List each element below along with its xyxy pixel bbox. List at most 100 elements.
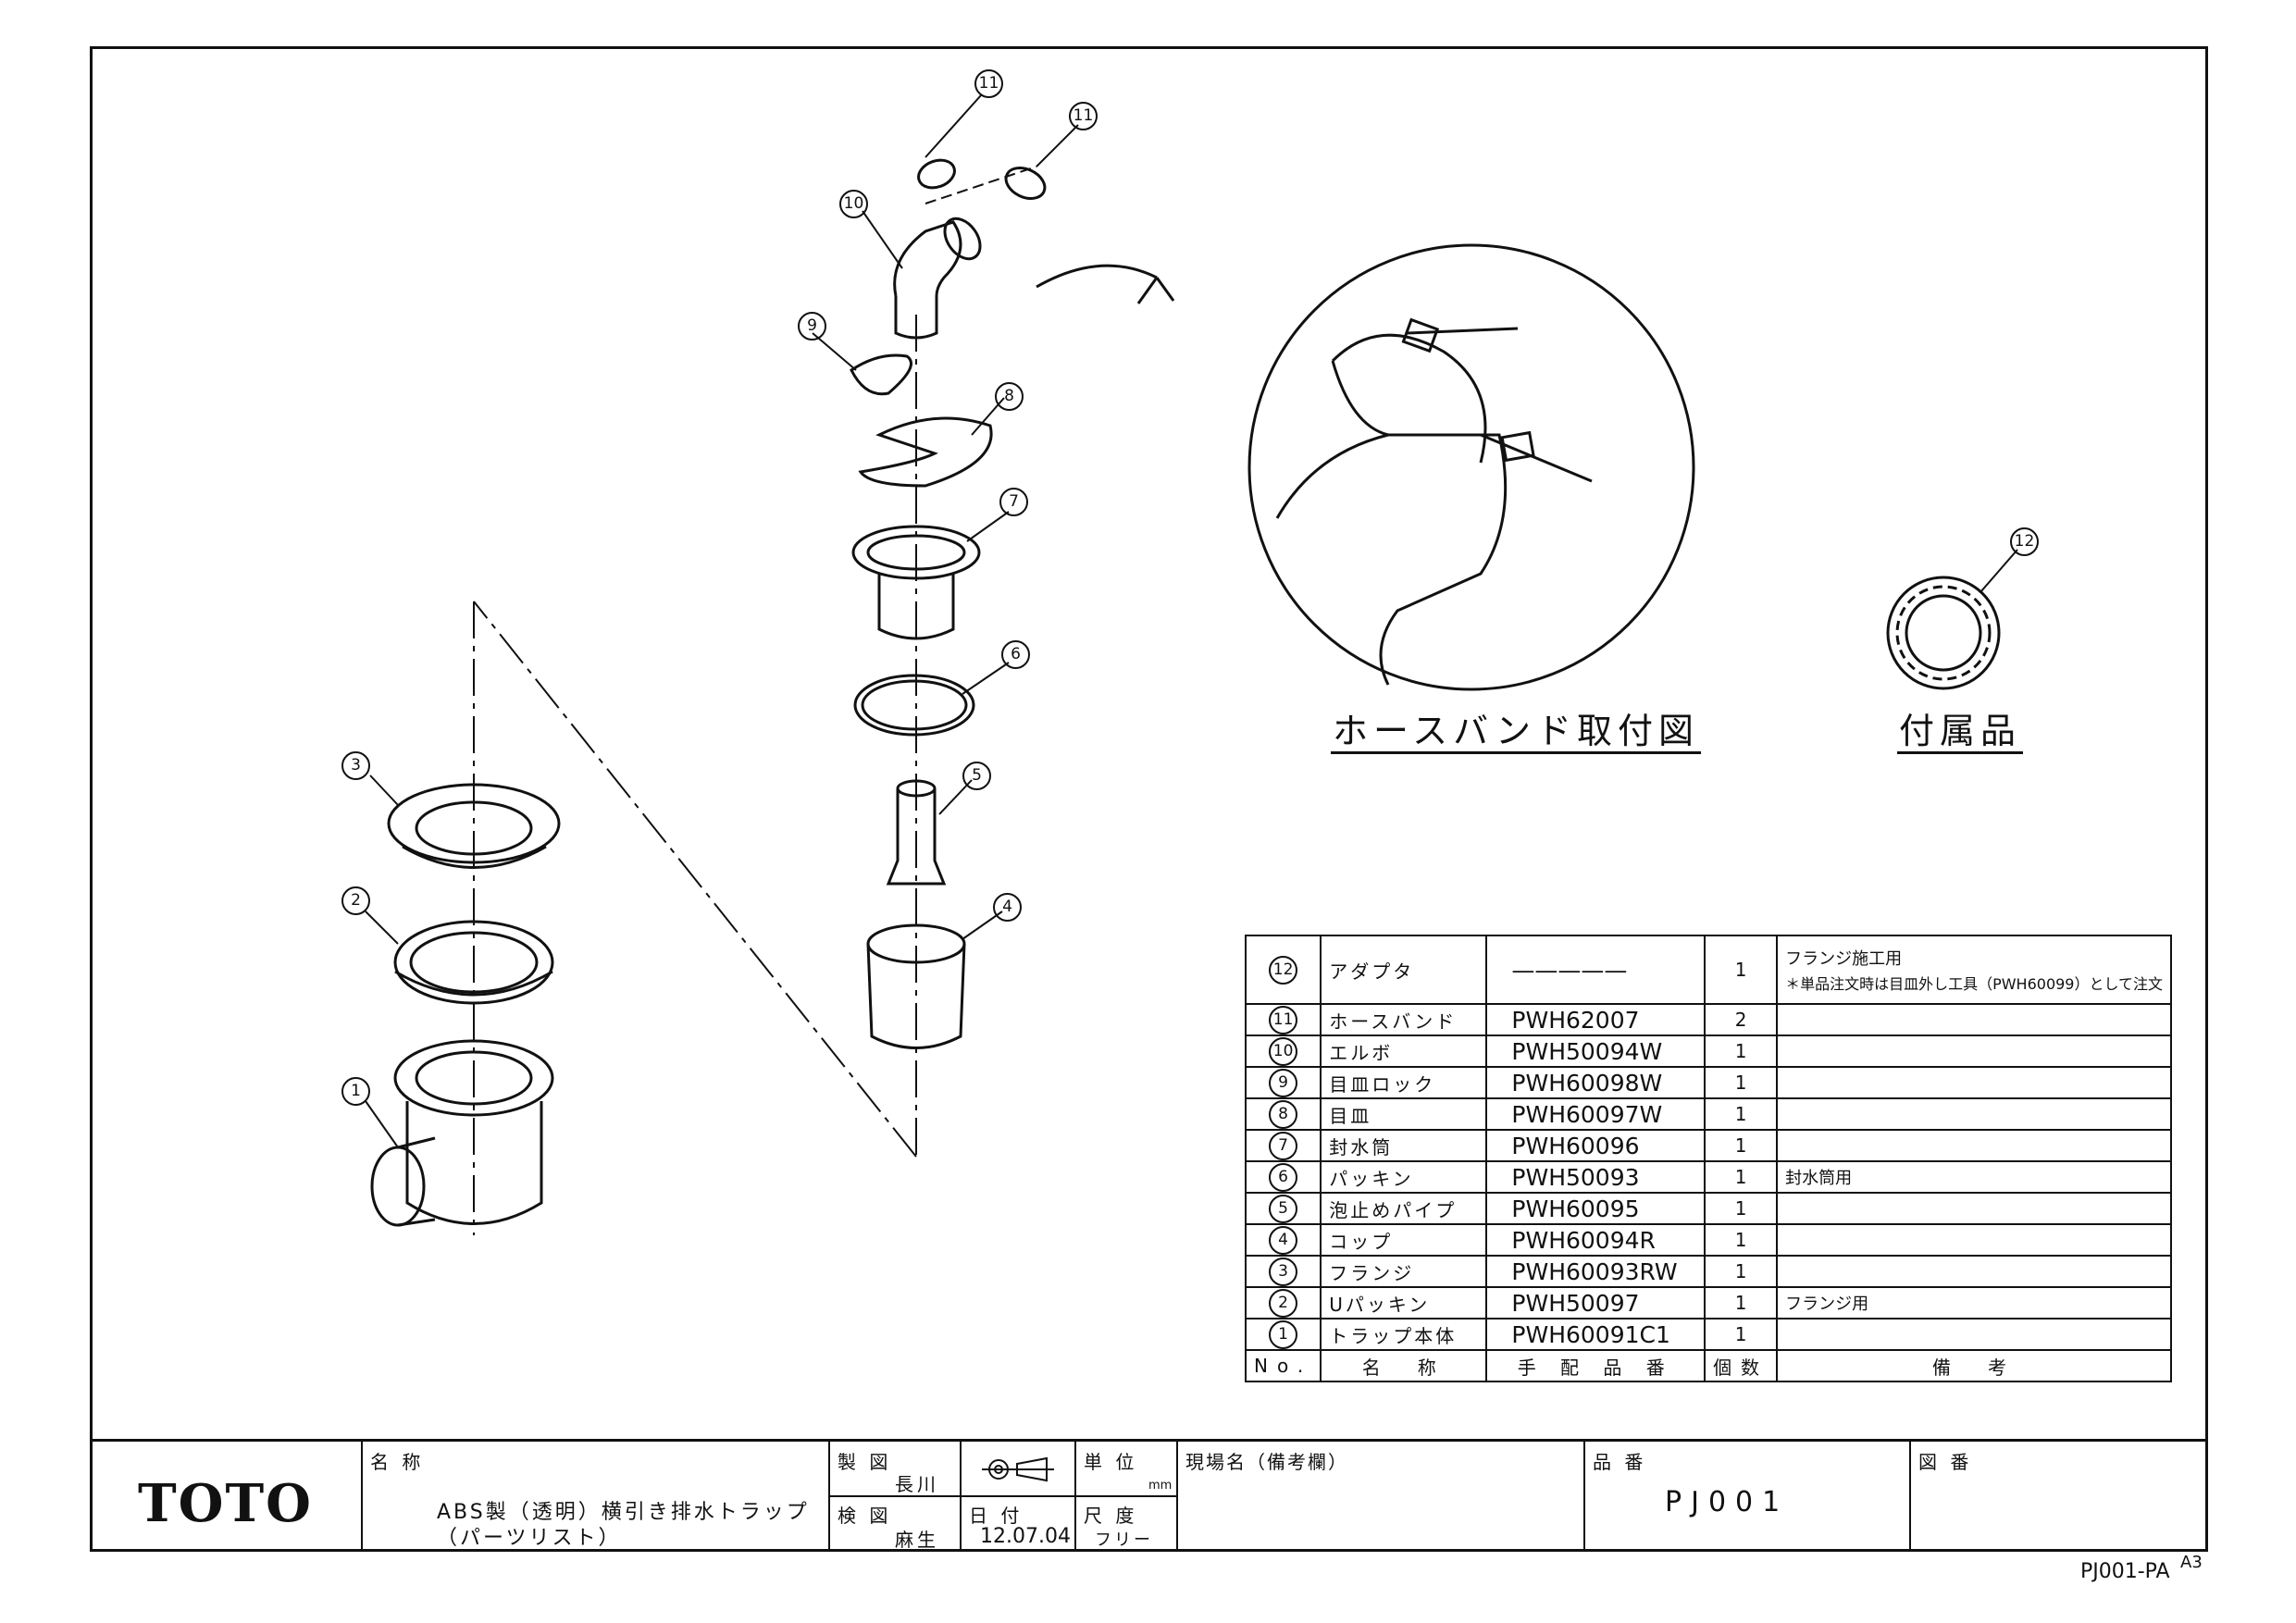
drawn-by: 長川 [895,1473,939,1495]
part-name: コップ [1320,1223,1488,1257]
part-number-circle: 2 [1244,1286,1322,1319]
foam-pipe-part [886,779,947,886]
part-remark [1776,1097,2172,1131]
part-number-circle: 5 [1244,1192,1322,1225]
callout-12: 12 [2010,527,2039,556]
part-quantity: 1 [1704,1255,1779,1288]
u-packing-part [393,920,554,1005]
title-block: TOTO 名 称 ABS製（透明）横引き排水トラップ （パーツリスト） 製 図 … [90,1439,2208,1552]
part-number-circle: 4 [1244,1223,1322,1257]
callout-2: 2 [341,886,370,915]
drawing-code: PJ001-PA [2080,1560,2170,1583]
part-remark [1776,1035,2172,1068]
product-code-cell: 品 番 PJ001 [1585,1442,1911,1552]
elbow-part [893,217,982,340]
drawing-no-cell: 図 番 [1911,1442,2205,1552]
callout-10: 10 [839,190,868,218]
seal-cylinder-part [851,525,981,640]
part-number-circle: 8 [1244,1097,1322,1131]
part-name: 封水筒 [1320,1129,1488,1162]
part-quantity: 1 [1704,1286,1779,1319]
site-label: 現場名（備考欄） [1185,1451,1348,1473]
part-quantity: 2 [1704,1003,1779,1036]
part-name: ホースバンド [1320,1003,1488,1036]
strainer-part [858,416,993,488]
part-quantity: 1 [1704,1066,1779,1099]
cup-part [866,923,966,1049]
part-code: PWH50097 [1485,1286,1706,1319]
strainer-lock-part [850,353,912,396]
part-code: PWH50093 [1485,1160,1706,1194]
callout-1: 1 [341,1077,370,1106]
part-number-circle: 7 [1244,1129,1322,1162]
part-quantity: 1 [1704,1192,1779,1225]
part-quantity: 1 [1704,935,1779,1005]
part-code: PWH60096 [1485,1129,1706,1162]
scale-label: 尺 度 [1084,1505,1138,1527]
date-label: 日 付 [969,1505,1024,1527]
part-name: 目皿 [1320,1097,1488,1131]
product-code-label: 品 番 [1593,1451,1647,1473]
callout-4: 4 [993,893,1022,922]
date-cell: 日 付 12.07.04 [962,1442,1076,1552]
part-number-circle: 6 [1244,1160,1322,1194]
part-code: PWH60093RW [1485,1255,1706,1288]
part-remark [1776,1003,2172,1036]
part-name: アダプタ [1320,935,1488,1005]
part-number-circle: 12 [1244,935,1322,1005]
toto-logo: TOTO [138,1473,313,1534]
part-remark: フランジ施工用＊単品注文時は目皿外し工具（PWH60099）として注文 [1776,935,2172,1005]
parts-header-row: No.名 称手 配 品 番個数備 考 [1244,1349,2172,1382]
hose-band-caption: ホースバンド取付図 [1331,711,1702,754]
part-remark [1776,1066,2172,1099]
part-quantity: 1 [1704,1129,1779,1162]
checked-label: 検 図 [838,1505,892,1527]
part-name: 泡止めパイプ [1320,1192,1488,1225]
gasket-part [853,674,975,737]
callout-8: 8 [995,382,1024,411]
part-code: ————— [1485,935,1706,1005]
date-value: 12.07.04 [980,1525,1071,1548]
scale-value: フリー [1095,1530,1153,1550]
part-remark: 封水筒用 [1776,1160,2172,1194]
hose-band-part [917,158,1047,200]
part-number-circle: 1 [1244,1318,1322,1351]
part-number-circle: 3 [1244,1255,1322,1288]
part-remark-note: ＊単品注文時は目皿外し工具（PWH60099）として注文 [1785,975,2163,993]
header-remark: 備 考 [1776,1349,2172,1382]
callout-11b: 11 [1069,102,1098,130]
product-name-sub: （パーツリスト） [437,1527,622,1550]
part-code: PWH62007 [1485,1003,1706,1036]
detail-arrow [1036,264,1175,304]
header-qty: 個数 [1704,1349,1779,1382]
site-cell: 現場名（備考欄） [1178,1442,1585,1552]
accessory-caption: 付属品 [1897,711,2024,754]
logo-cell: TOTO [90,1442,363,1552]
part-number-circle: 11 [1244,1003,1322,1036]
part-number-circle: 9 [1244,1066,1322,1099]
part-code: PWH50094W [1485,1035,1706,1068]
checked-by: 麻生 [895,1529,939,1551]
unit-label: 単 位 [1084,1451,1138,1473]
part-name: エルボ [1320,1035,1488,1068]
sheet-size: A3 [2180,1553,2203,1572]
part-remark [1776,1255,2172,1288]
part-remark [1776,1129,2172,1162]
part-code: PWH60094R [1485,1223,1706,1257]
part-remark [1776,1192,2172,1225]
callout-9: 9 [798,312,826,341]
callout-3: 3 [341,751,370,780]
part-quantity: 1 [1704,1097,1779,1131]
part-quantity: 1 [1704,1160,1779,1194]
